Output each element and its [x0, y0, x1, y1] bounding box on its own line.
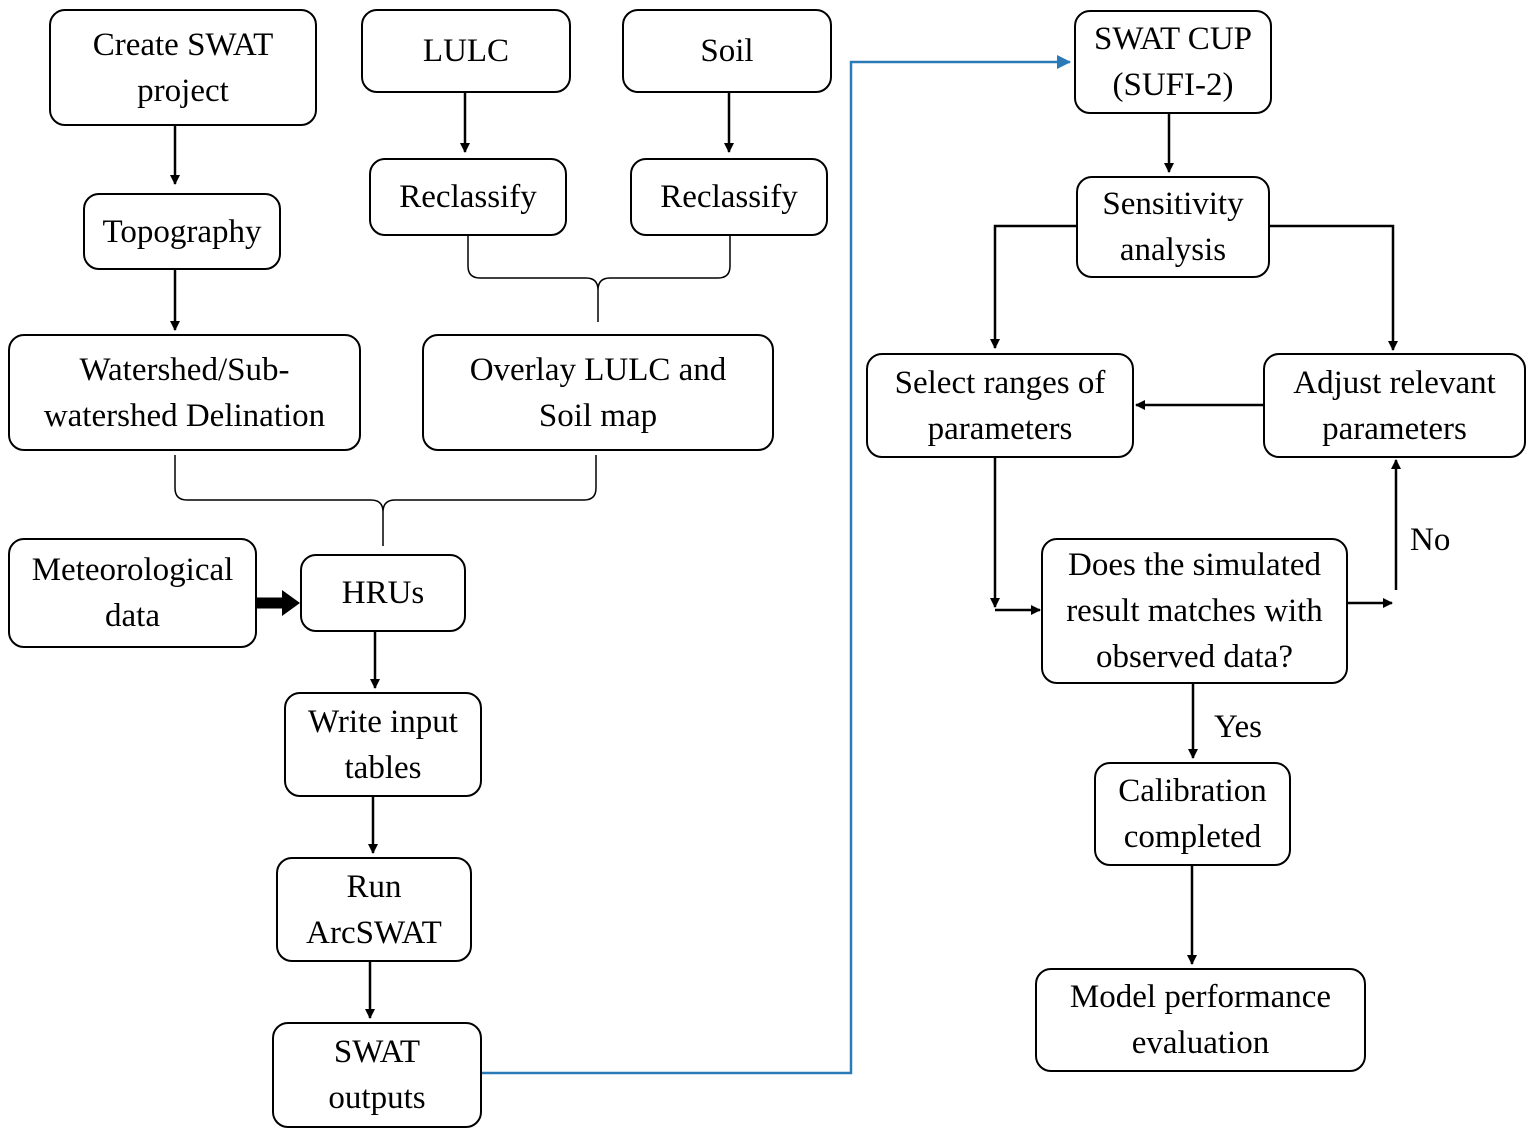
hrus-box: HRUs: [300, 554, 466, 632]
sensitivity-analysis-label: Sensitivity analysis: [1102, 186, 1244, 268]
sensitivity-analysis-box: Sensitivity analysis: [1076, 176, 1270, 278]
select-ranges-label: Select ranges of parameters: [894, 364, 1106, 447]
reclassify-soil-box: Reclassify: [630, 158, 828, 236]
meteorological-data-label: Meteorological data: [31, 552, 234, 634]
reclassify-soil-label: Reclassify: [660, 179, 798, 215]
decision-label: Does the simulated result matches with o…: [1066, 547, 1323, 675]
swat-outputs-box: SWAT outputs: [272, 1022, 482, 1128]
connector-outputs-to-swatcup: [482, 55, 1071, 1075]
calibration-completed-label: Calibration completed: [1118, 773, 1267, 855]
hrus-label: HRUs: [341, 575, 425, 611]
edge-label-yes: Yes: [1214, 709, 1263, 745]
reclassify-lulc-box: Reclassify: [369, 158, 567, 236]
lulc-box: LULC: [361, 9, 571, 93]
lulc-label: LULC: [422, 33, 510, 69]
arrow-sensitivity-to-adjust: [1270, 224, 1398, 351]
write-input-tables-box: Write input tables: [284, 692, 482, 797]
write-input-tables-label: Write input tables: [308, 703, 458, 786]
reclassify-lulc-label: Reclassify: [399, 179, 537, 215]
overlay-lulc-soil-box: Overlay LULC and Soil map: [422, 334, 774, 451]
soil-box: Soil: [622, 9, 832, 93]
calibration-completed-box: Calibration completed: [1094, 762, 1291, 866]
model-performance-label: Model performance evaluation: [1069, 979, 1332, 1061]
run-arcswat-label: Run ArcSWAT: [306, 868, 442, 951]
create-swat-project-box: Create SWAT project: [49, 9, 317, 126]
edge-label-no: No: [1410, 522, 1451, 558]
overlay-lulc-soil-label: Overlay LULC and Soil map: [469, 351, 727, 434]
topography-label: Topography: [102, 213, 262, 250]
watershed-delineation-label: Watershed/Sub- watershed Delination: [43, 351, 326, 434]
swat-cup-box: SWAT CUP (SUFI-2): [1074, 10, 1272, 114]
create-swat-project-label: Create SWAT project: [92, 26, 274, 109]
arrow-sensitivity-to-select: [990, 224, 1076, 349]
model-performance-box: Model performance evaluation: [1035, 968, 1366, 1072]
decision-box: Does the simulated result matches with o…: [1041, 538, 1348, 684]
brace-watershed-overlay-to-hrus: [174, 455, 597, 546]
soil-label: Soil: [700, 33, 754, 69]
adjust-parameters-box: Adjust relevant parameters: [1263, 353, 1526, 458]
swat-cup-label: SWAT CUP (SUFI-2): [1093, 21, 1253, 103]
watershed-delineation-box: Watershed/Sub- watershed Delination: [8, 334, 361, 451]
run-arcswat-box: Run ArcSWAT: [276, 857, 472, 962]
brace-reclassify-to-overlay: [467, 236, 731, 322]
adjust-parameters-label: Adjust relevant parameters: [1293, 364, 1496, 447]
select-ranges-box: Select ranges of parameters: [866, 353, 1134, 458]
meteorological-data-box: Meteorological data: [8, 538, 257, 648]
swat-outputs-label: SWAT outputs: [328, 1034, 426, 1116]
topography-box: Topography: [83, 193, 281, 270]
arrow-meteo-to-hrus-head: [282, 590, 300, 616]
